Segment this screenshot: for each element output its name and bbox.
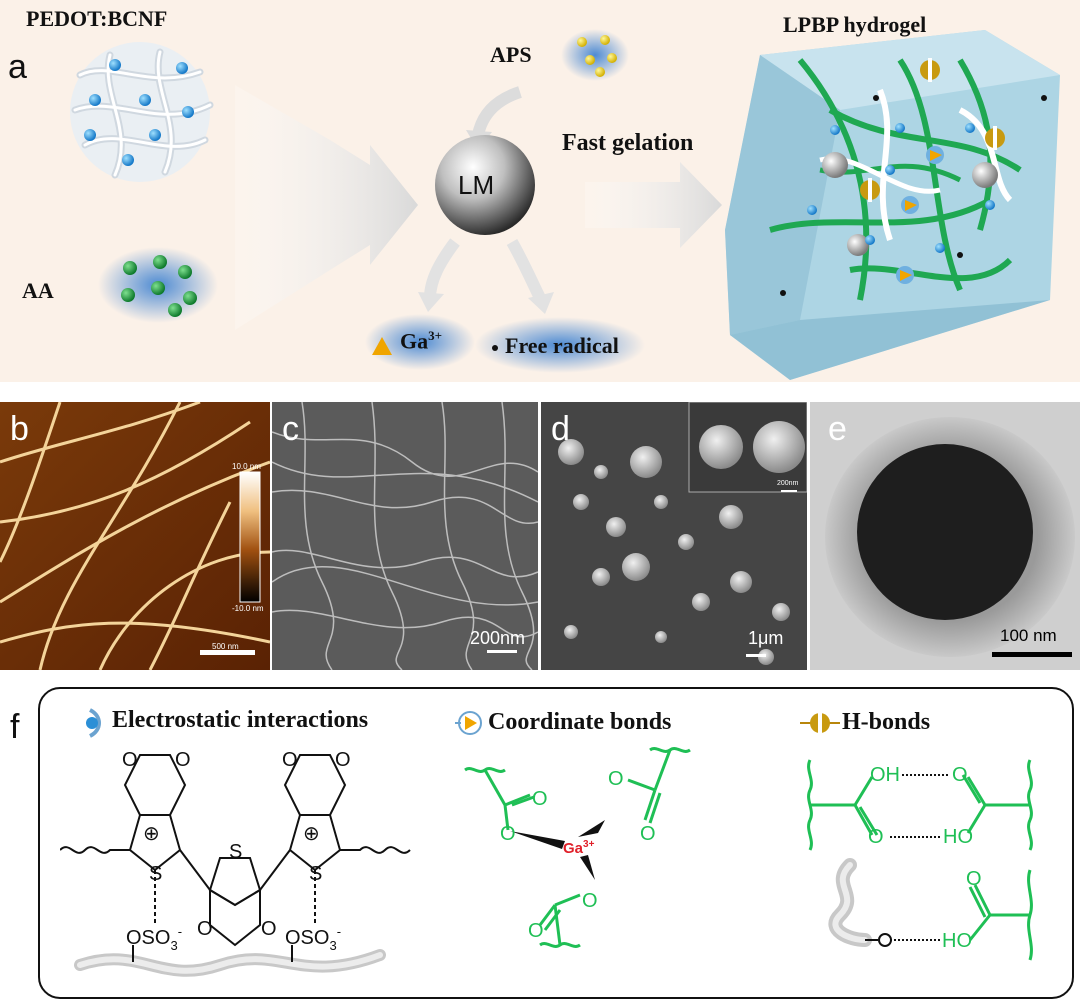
lm-sphere: [435, 135, 535, 235]
coord-o-3: O: [608, 768, 624, 790]
afm-fibers: [0, 402, 270, 670]
panel-letter-c: c: [282, 410, 299, 448]
plus-2: ⊕: [303, 823, 320, 845]
atom-o-5: O: [197, 918, 213, 940]
lpbp-hydrogel-block: [725, 30, 1060, 380]
atom-s-1: S: [149, 863, 162, 885]
panel-a-schematic: a PEDOT:BCNF AA APS LM Fast gelation Ga3…: [0, 0, 1080, 382]
atom-o-6: O: [261, 918, 277, 940]
coord-o-1: O: [500, 823, 516, 845]
panel-letter-a: a: [8, 48, 27, 86]
pedot-bcnf-label: PEDOT:BCNF: [26, 6, 168, 31]
afm-scale-top: 10.0 nm: [232, 462, 261, 471]
hbond-structure: OH O O HO O HO: [807, 759, 1033, 961]
fast-gelation-label: Fast gelation: [562, 130, 694, 156]
atom-o-1: O: [122, 749, 138, 771]
panel-letter-f: f: [10, 708, 20, 746]
panel-c-sem-image: c 200nm: [272, 402, 538, 670]
panel-e-tem-image: e 100 nm: [810, 402, 1080, 670]
aps-initiator: [561, 29, 629, 81]
ga-coordination-structure: O O O O O O Ga3+: [464, 747, 691, 948]
lm-label: LM: [458, 170, 495, 200]
electrostatic-icon: [86, 708, 101, 738]
hbond-o-3: O: [966, 868, 982, 890]
panel-letter-b: b: [10, 410, 29, 448]
aa-label: AA: [22, 278, 54, 303]
hydrogel-label: LPBP hydrogel: [783, 12, 927, 37]
atom-s-2: S: [229, 841, 242, 863]
sem-d-scalebar-label: 1μm: [748, 628, 784, 648]
atom-o-2: O: [175, 749, 191, 771]
sem-c-scalebar-label: 200nm: [470, 628, 526, 648]
coordinate-bond-icon: [455, 711, 482, 735]
panel-b-afm-image: b 10.0 nm -10.0 nm 500 nm: [0, 402, 270, 670]
hbond-icon: [800, 712, 840, 734]
hbond-oh: OH: [870, 764, 900, 786]
legend-hbonds: H-bonds: [842, 709, 931, 735]
aa-monomers: [98, 247, 218, 323]
coord-o-2: O: [532, 788, 548, 810]
sem-fiber-network: [272, 402, 538, 670]
ga-text: Ga: [400, 328, 429, 354]
afm-scalebar-label: 500 nm: [212, 642, 239, 651]
ga-center-label: Ga3+: [563, 839, 595, 857]
coord-o-4: O: [640, 823, 656, 845]
aps-to-lm-arrow: [472, 86, 523, 137]
panel-letter-e: e: [828, 410, 847, 448]
afm-scale-bottom: -10.0 nm: [232, 604, 264, 613]
sem-lm-droplets: [541, 402, 807, 670]
atom-o-3: O: [282, 749, 298, 771]
coord-o-6: O: [528, 920, 544, 942]
hbond-ho-2: HO: [942, 930, 972, 952]
ga-triangle-icon: [372, 337, 392, 355]
panel-d-sem-image: d 200nm 1μm: [541, 402, 807, 670]
sem-d-inset-scalebar-label: 200nm: [777, 480, 799, 487]
aps-label: APS: [490, 42, 532, 67]
pedot-bcnf-network: [70, 42, 214, 182]
oso3-left: OSO3-: [126, 924, 182, 953]
oso3-right: OSO3-: [285, 924, 341, 953]
pedot-structure: O O O O ⊕ ⊕ S S S O O OSO3- OSO3-: [60, 749, 411, 977]
atom-o-4: O: [335, 749, 351, 771]
plus-1: ⊕: [143, 823, 160, 845]
tem-particle: [810, 402, 1080, 670]
tem-scalebar-label: 100 nm: [1000, 626, 1057, 645]
free-radical-label: Free radical: [505, 333, 619, 358]
hbond-ho-1: HO: [943, 826, 973, 848]
legend-coordinate: Coordinate bonds: [488, 709, 672, 735]
panel-a-drawing: [70, 29, 1060, 380]
legend-electrostatic: Electrostatic interactions: [112, 707, 369, 733]
gelation-arrow: [585, 162, 722, 248]
panel-letter-d: d: [551, 410, 570, 448]
atom-s-3: S: [309, 863, 322, 885]
hbond-o-1: O: [952, 764, 968, 786]
hbond-o-2: O: [868, 826, 884, 848]
ga-ion-label: Ga3+: [400, 328, 442, 354]
coord-o-5: O: [582, 890, 598, 912]
merge-arrow: [235, 85, 418, 330]
ga-superscript: 3+: [428, 328, 443, 343]
